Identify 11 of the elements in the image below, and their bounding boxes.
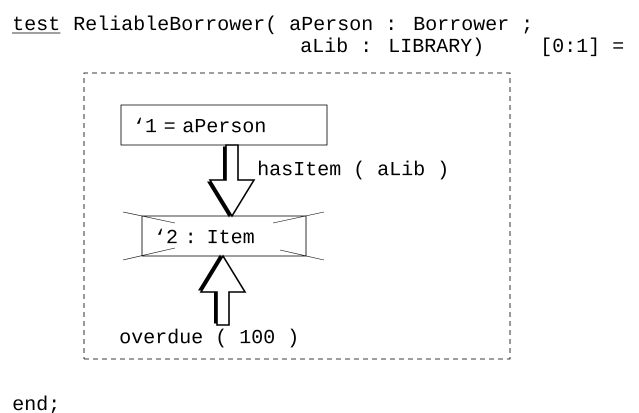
- object-box: ‘1 = aPerson: [120, 104, 328, 146]
- edge-label: overdue ( 100 ): [118, 328, 300, 348]
- edge-label: hasItem ( aLib ): [256, 160, 450, 180]
- crossed-object-box: ‘2 : Item: [122, 212, 324, 260]
- code-text: ReliableBorrower( aPerson : Borrower ;: [74, 16, 529, 34]
- code-text: aLib : LIBRARY): [301, 38, 481, 56]
- keyword: test: [12, 16, 61, 34]
- code-text: [0:1] =: [544, 38, 624, 56]
- block-arrow: [207, 144, 256, 218]
- dashed-frame: [84, 72, 510, 360]
- block-arrow: [198, 254, 246, 326]
